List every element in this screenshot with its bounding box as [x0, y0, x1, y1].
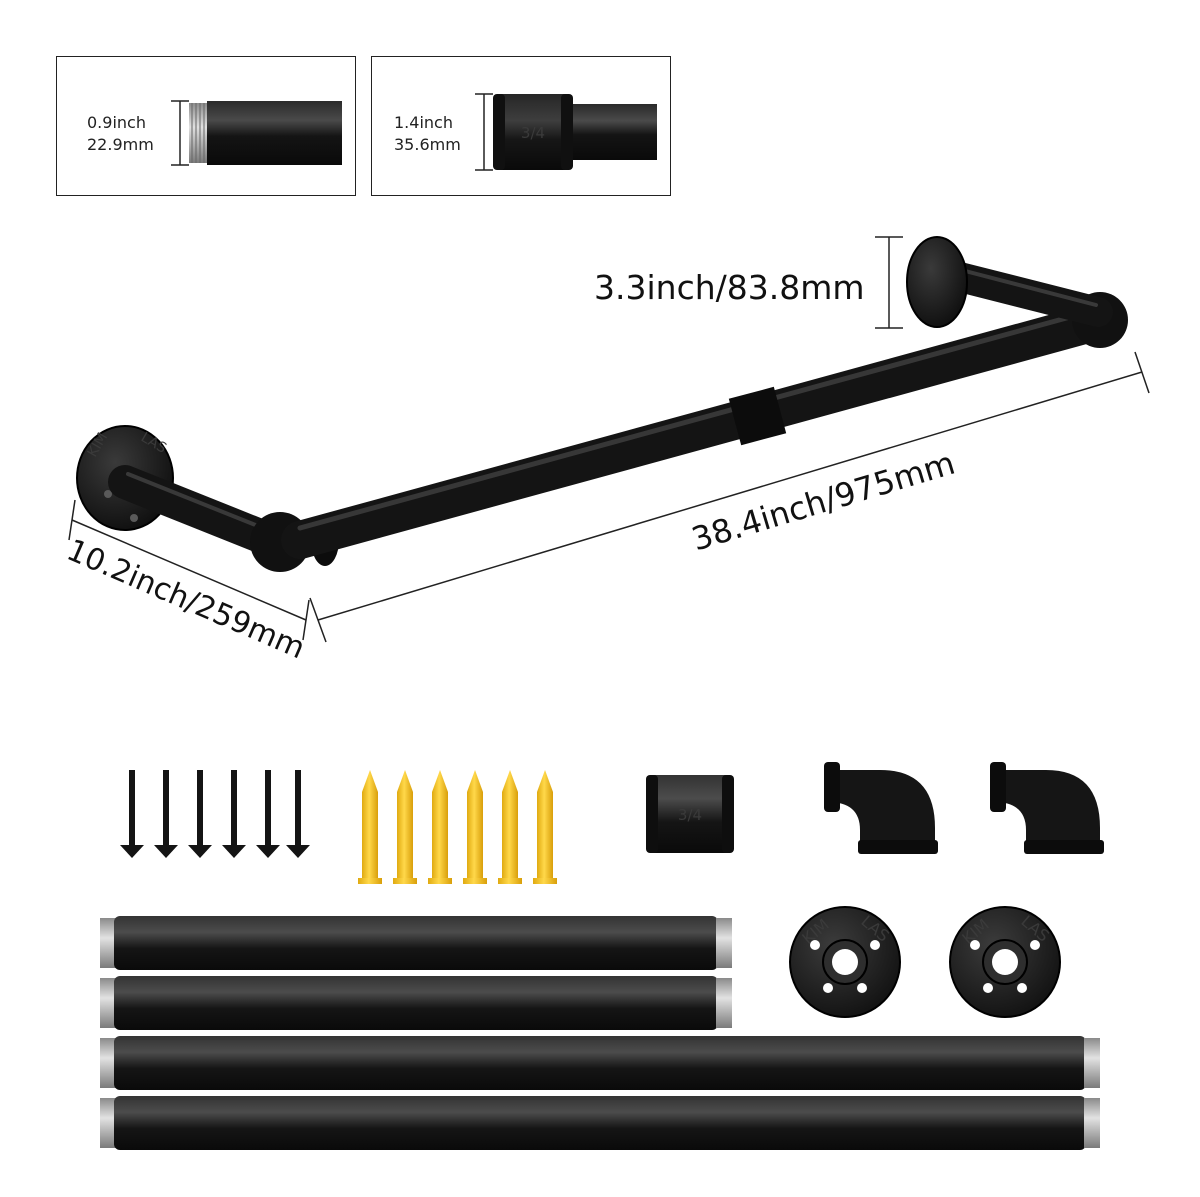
elbow-fitting-2 [990, 762, 1104, 854]
anchor [393, 770, 417, 884]
coupling-inch: 1.4inch [394, 113, 453, 132]
screw [154, 770, 178, 858]
dimension-lines [68, 236, 1150, 643]
floor-flange-2: KIM LAS [949, 906, 1061, 1018]
coupling-size-marking: 3/4 [521, 124, 545, 142]
anchor [463, 770, 487, 884]
anchor [428, 770, 452, 884]
loose-coupling: 3/4 [646, 775, 734, 853]
long-pipe-2 [100, 1096, 1100, 1150]
coupling-detail-box: 1.4inch 35.6mm 3/4 [371, 56, 671, 196]
screw [256, 770, 280, 858]
coupling-mm: 35.6mm [394, 135, 461, 154]
assembled-rack-illustration: KIM LAS [68, 236, 1150, 643]
elbow-fitting-1 [824, 762, 938, 854]
floor-flange-1: KIM LAS [789, 906, 901, 1018]
screw [188, 770, 212, 858]
long-pipe-1 [100, 1036, 1100, 1090]
screw [120, 770, 144, 858]
coupling-joint-illustration: 3/4 [475, 93, 657, 171]
anchor [533, 770, 557, 884]
loose-coupling-size-marking: 3/4 [678, 806, 702, 824]
thread-detail-box: 0.9inch 22.9mm [56, 56, 356, 196]
thread-mm: 22.9mm [87, 135, 154, 154]
wall-anchors [358, 770, 557, 884]
short-pipe-1 [100, 916, 732, 970]
parts-illustration: 3/4 [100, 762, 1104, 1150]
thread-dimension-label: 0.9inch 22.9mm [87, 112, 154, 156]
coupling-dimension-label: 1.4inch 35.6mm [394, 112, 461, 156]
thread-inch: 0.9inch [87, 113, 146, 132]
height-dimension-label: 3.3inch/83.8mm [594, 268, 865, 307]
screws [120, 770, 310, 858]
thread-pipe-end-illustration [171, 100, 342, 166]
short-pipe-2 [100, 976, 732, 1030]
screw [222, 770, 246, 858]
anchor [498, 770, 522, 884]
anchor [358, 770, 382, 884]
screw [286, 770, 310, 858]
